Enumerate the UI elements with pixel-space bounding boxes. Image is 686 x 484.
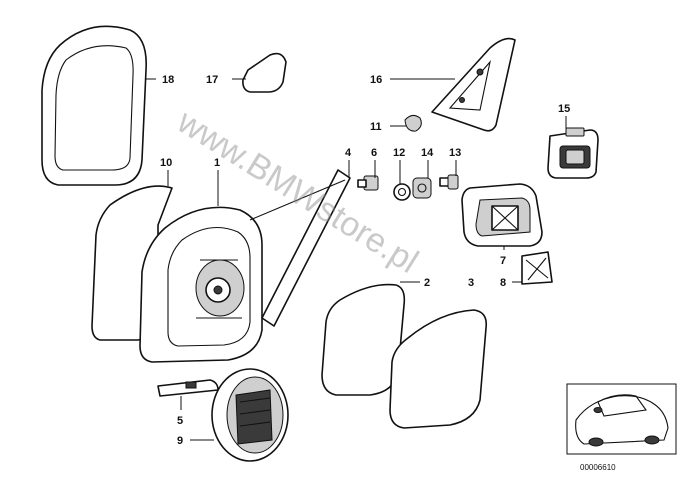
- part-14-bushing: [412, 177, 432, 199]
- callout-16: 16: [370, 74, 382, 86]
- part-18-mirror-cap-frame: [41, 25, 147, 186]
- part-8-switch-cap: [521, 251, 553, 285]
- callout-6: 6: [371, 147, 377, 159]
- callout-11: 11: [370, 121, 382, 133]
- callout-7: 7: [500, 255, 506, 267]
- callout-12: 12: [393, 147, 405, 159]
- part-13-bolt: [439, 174, 459, 190]
- callout-4: 4: [345, 147, 352, 159]
- part-6-screw: [357, 175, 379, 191]
- callout-8: 8: [500, 277, 506, 289]
- callout-9: 9: [177, 435, 183, 447]
- callout-14: 14: [421, 147, 434, 159]
- part-11-clip: [404, 114, 422, 132]
- part-7-switch-housing: [461, 183, 543, 247]
- callout-3: 3: [468, 277, 474, 289]
- callout-1: 1: [214, 157, 220, 169]
- part-17-glass-piece: [242, 52, 287, 93]
- reference-number: 00006610: [580, 463, 616, 472]
- callout-17: 17: [206, 74, 218, 86]
- callout-10: 10: [160, 157, 172, 169]
- callout-5: 5: [177, 415, 183, 427]
- part-12-ring: [393, 183, 411, 201]
- part-9-mirror-motor: [211, 368, 289, 462]
- callout-18: 18: [162, 74, 174, 86]
- part-1-mirror-housing: [139, 206, 263, 363]
- part-5-bracket: [157, 379, 219, 397]
- callout-labels: 18 17 16 11 15 10 1 4 6 12 14 13 7 8 2 3…: [160, 74, 570, 447]
- part-4-seal-strip: [249, 169, 351, 327]
- part-3-mirror-glass-backing: [389, 309, 488, 429]
- callout-2: 2: [424, 277, 430, 289]
- leader-lines: [146, 78, 567, 441]
- part-2-mirror-glass: [321, 283, 406, 396]
- callout-15: 15: [558, 103, 570, 115]
- car-thumbnail: [566, 383, 677, 455]
- part-15-mirror-switch: [547, 127, 599, 179]
- part-16-triangle-trim: [431, 37, 516, 132]
- callout-13: 13: [449, 147, 461, 159]
